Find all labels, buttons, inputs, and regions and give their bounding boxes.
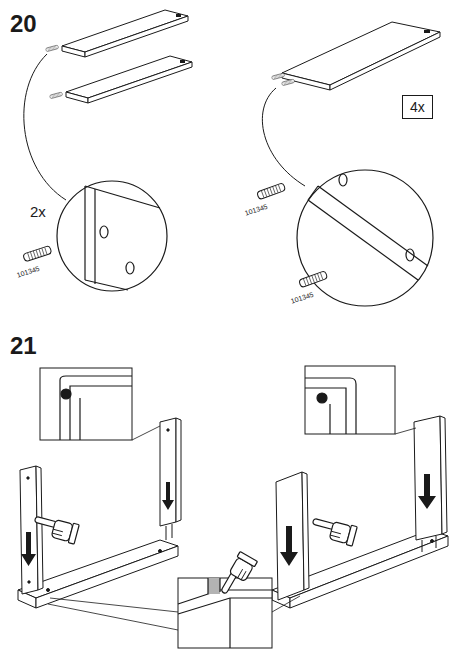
part-number: 101345 (244, 203, 268, 217)
part-number: 101345 (16, 265, 40, 279)
quantity-label: 2x (30, 204, 46, 219)
part-number: 101345 (290, 291, 314, 305)
step-number: 21 (10, 334, 37, 358)
step-number: 20 (10, 12, 37, 36)
quantity-label: 4x (410, 100, 425, 114)
quantity-box: 4x (402, 95, 433, 119)
